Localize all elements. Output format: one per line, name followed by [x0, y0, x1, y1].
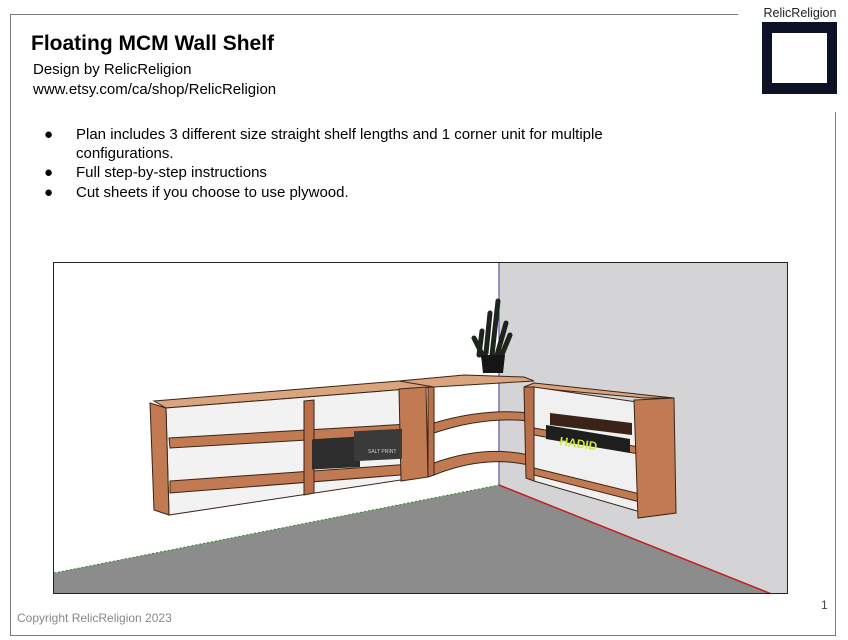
corner-shelf-unit: [398, 374, 535, 478]
list-item-text: Cut sheets if you choose to use plywood.: [76, 183, 349, 201]
list-item-text: Plan includes 3 different size straight …: [76, 126, 603, 162]
plant-icon: [471, 298, 513, 373]
list-item: ● Full step-by-step instructions: [44, 164, 604, 183]
list-item: ● Cut sheets if you choose to use plywood…: [44, 184, 604, 203]
right-shelf-unit: HADID: [523, 382, 677, 519]
book-label-hadid: HADID: [559, 434, 599, 453]
shelf-render-figure: SALT PRINT HADID: [53, 262, 788, 594]
left-shelf-unit: SALT PRINT: [149, 380, 435, 516]
brand-logo: RelicReligion: [761, 6, 839, 96]
shop-url: www.etsy.com/ca/shop/RelicReligion: [33, 81, 277, 98]
bullet-icon: ●: [44, 183, 54, 201]
frame-gap: [738, 10, 836, 20]
logo-square: [762, 22, 837, 94]
page-number: 1: [821, 598, 828, 612]
shelf-illustration: SALT PRINT HADID: [54, 263, 787, 593]
page-frame: [10, 14, 836, 636]
book-label-salt-print: SALT PRINT: [368, 449, 396, 455]
list-item: ● Plan includes 3 different size straight…: [44, 126, 604, 163]
feature-list: ● Plan includes 3 different size straight…: [44, 126, 604, 203]
bullet-icon: ●: [44, 164, 54, 181]
designer-credit: Design by RelicReligion: [33, 61, 192, 78]
logo-text: RelicReligion: [763, 6, 837, 20]
bullet-icon: ●: [44, 126, 54, 143]
list-item-text: Full step-by-step instructions: [76, 164, 267, 181]
floor: [54, 485, 769, 593]
copyright-notice: Copyright RelicReligion 2023: [17, 611, 172, 625]
page-title: Floating MCM Wall Shelf: [31, 32, 275, 55]
